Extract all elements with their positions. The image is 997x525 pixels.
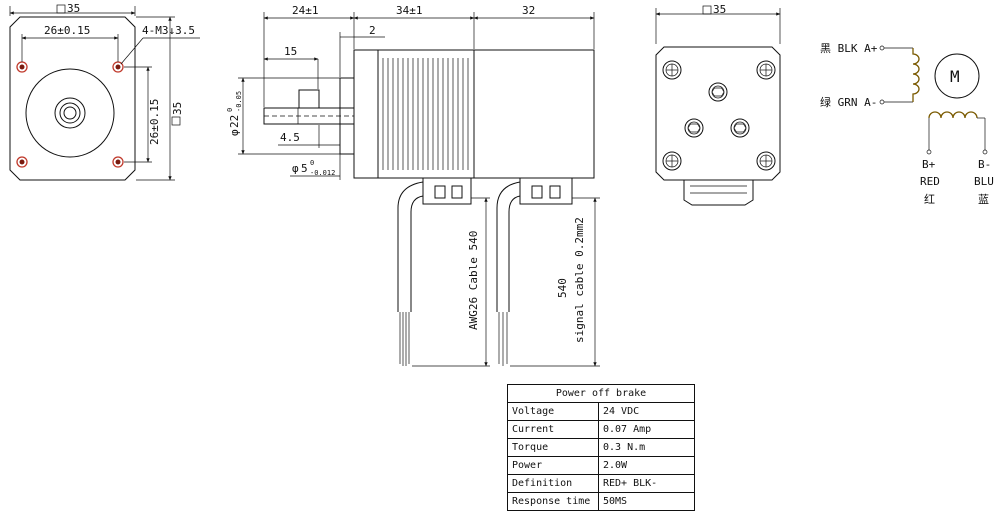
svg-text:φ: φ (292, 162, 299, 175)
spec-table-title: Power off brake (507, 384, 695, 403)
dia-22: 22 (228, 115, 241, 128)
dia-22-tol-bot: -0.05 (235, 91, 243, 112)
dim-24: 24±1 (292, 4, 319, 17)
front-view: 35 26±0.15 4-M3↓3.5 26±0.15 35 (9, 2, 200, 181)
wire-a-minus: 绿 GRN A- (820, 95, 877, 109)
wiring-diagram: 黑 BLK A+ 绿 GRN A- M B+ RED 红 B- BLU 蓝 (820, 42, 994, 206)
cable-wire-ends (399, 312, 508, 366)
wire-a-plus: 黑 BLK A+ (820, 42, 878, 55)
wire-b-minus-cn: 蓝 (978, 193, 989, 206)
hole-note: 4-M3↓3.5 (142, 24, 195, 37)
table-row: Power 2.0W (507, 456, 695, 475)
brake-spec-table: Power off brake Voltage 24 VDC Current 0… (507, 384, 695, 511)
svg-text:φ: φ (228, 129, 241, 136)
cable2-label: signal cable 0.2mm2 (573, 217, 586, 343)
dim-2: 2 (369, 24, 376, 37)
spec-label: Current (507, 420, 599, 439)
wire-b-minus: B- (978, 158, 991, 171)
cable2-len: 540 (556, 278, 569, 298)
wire-b-minus-color: BLU (974, 175, 994, 188)
wire-b-plus-cn: 红 (924, 193, 935, 206)
front-side-square-dim: 35 (171, 102, 184, 115)
cooling-fins (382, 58, 469, 170)
rear-view: 35 (655, 3, 781, 206)
table-row: Torque 0.3 N.m (507, 438, 695, 457)
dia-5-tol-top: 0 (310, 159, 314, 167)
spec-label: Torque (507, 438, 599, 457)
dia-5-tol-bot: -0.012 (310, 169, 335, 177)
table-row: Response time 50MS (507, 492, 695, 511)
spec-value: 50MS (598, 492, 695, 511)
dim-32: 32 (522, 4, 535, 17)
dim-34: 34±1 (396, 4, 423, 17)
dia-5: 5 (301, 162, 308, 175)
spec-label: Power (507, 456, 599, 475)
table-row: Voltage 24 VDC (507, 402, 695, 421)
dim-4-5: 4.5 (280, 131, 300, 144)
spec-value: RED+ BLK- (598, 474, 695, 493)
front-square-dim: 35 (67, 2, 80, 15)
motor-symbol: M (950, 67, 960, 86)
spec-value: 24 VDC (598, 402, 695, 421)
rear-square-dim: 35 (713, 3, 726, 16)
wire-b-plus: B+ (922, 158, 936, 171)
front-hole-span-top: 26±0.15 (44, 24, 90, 37)
wire-b-plus-color: RED (920, 175, 940, 188)
motor-symbol-circle (934, 53, 980, 99)
spec-label: Response time (507, 492, 599, 511)
spec-value: 0.3 N.m (598, 438, 695, 457)
dim-15: 15 (284, 45, 297, 58)
dia-22-tol-top: 0 (226, 108, 234, 112)
front-hole-span-side: 26±0.15 (148, 99, 161, 145)
side-view: 24±1 34±1 32 15 2 4.5 φ 22 0 -0.05 φ 5 0… (226, 4, 600, 367)
rear-corner-screws (662, 60, 776, 171)
spec-value: 2.0W (598, 456, 695, 475)
table-row: Definition RED+ BLK- (507, 474, 695, 493)
spec-label: Voltage (507, 402, 599, 421)
table-row: Current 0.07 Amp (507, 420, 695, 439)
spec-label: Definition (507, 474, 599, 493)
spec-value: 0.07 Amp (598, 420, 695, 439)
cable1-label: AWG26 Cable 540 (467, 231, 480, 330)
